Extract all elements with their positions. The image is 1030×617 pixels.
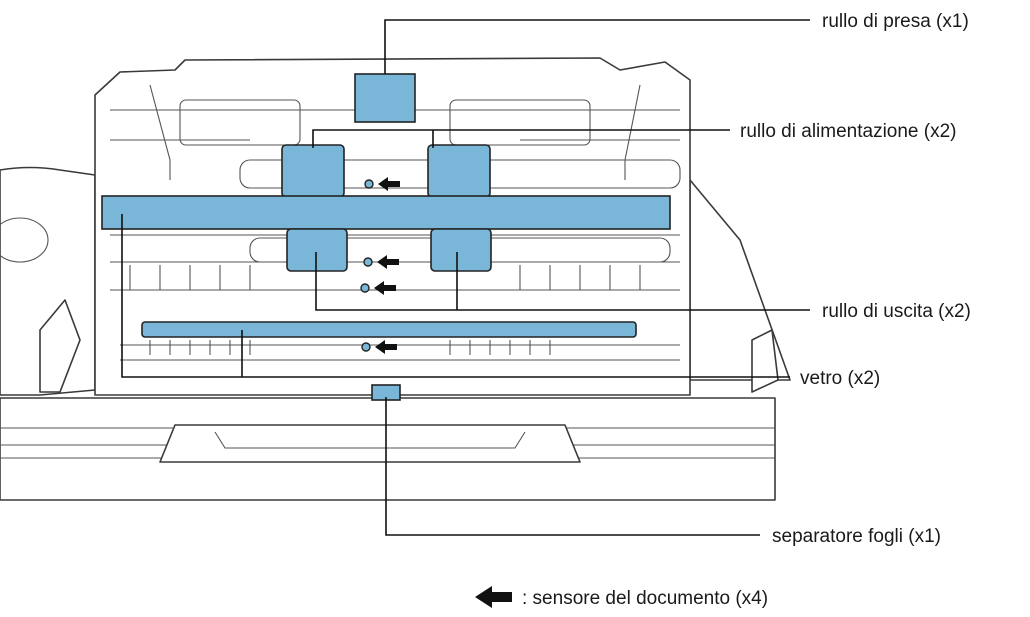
eject-roller-right [430, 228, 492, 272]
glass-upper [101, 195, 671, 230]
label-feed-roller: rullo di alimentazione (x2) [740, 121, 957, 142]
label-glass: vetro (x2) [800, 368, 880, 389]
leader-pick-roller [384, 19, 810, 74]
document-sensor-1 [364, 177, 400, 191]
eject-roller-left [286, 228, 348, 272]
feed-roller-right [427, 144, 491, 198]
legend-sensor-text: : sensore del documento (x4) [522, 588, 768, 609]
arrow-left-icon [378, 177, 400, 191]
document-sensor-3 [360, 281, 396, 295]
document-sensor-4 [361, 340, 397, 354]
label-pick-roller: rullo di presa (x1) [822, 11, 969, 32]
paper-tray [0, 397, 776, 501]
feed-roller-left [281, 144, 345, 198]
leader-glass [121, 214, 790, 378]
arrow-left-icon [475, 586, 512, 608]
sensor-legend: : sensore del documento (x4) [475, 586, 768, 609]
label-sheet-separator: separatore fogli (x1) [772, 526, 941, 547]
arrow-left-icon [374, 281, 396, 295]
label-eject-roller: rullo di uscita (x2) [822, 301, 971, 322]
glass-lower [141, 321, 637, 338]
leader-eject-roller [315, 252, 810, 311]
leader-sheet-separator [385, 397, 760, 536]
pick-roller [354, 73, 416, 123]
arrow-left-icon [375, 340, 397, 354]
leader-feed-roller [312, 129, 730, 148]
document-sensor-2 [363, 255, 399, 269]
arrow-left-icon [377, 255, 399, 269]
